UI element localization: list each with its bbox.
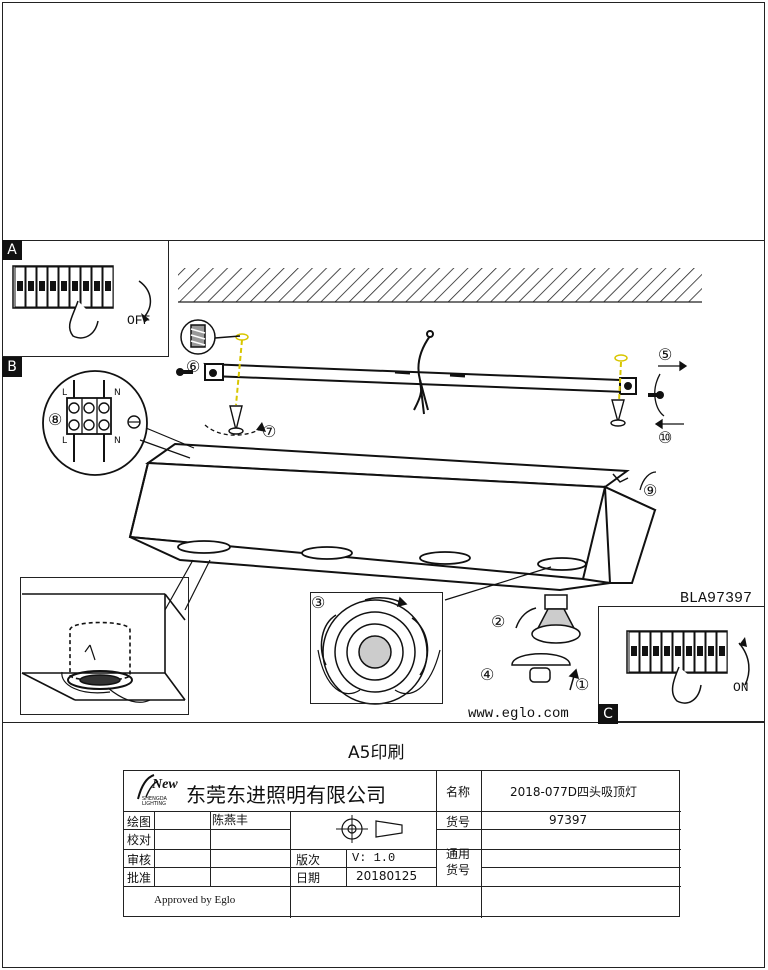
website-link[interactable]: www.eglo.com [468, 706, 569, 722]
screw-guides [235, 339, 622, 406]
general-item-label-2: 货号 [446, 863, 471, 877]
step-9-marker: ⑨ [643, 483, 658, 500]
draw-value: 陈燕丰 [212, 813, 249, 827]
step-4-marker: ④ [480, 667, 495, 684]
arrow-head-icon [256, 422, 266, 432]
luminaire-body [128, 442, 657, 592]
breaker-toggle [50, 281, 56, 291]
breaker-toggle [686, 646, 692, 656]
breaker-toggle [642, 646, 648, 656]
direction-arrows [654, 360, 688, 430]
brand-name: New [152, 777, 178, 792]
washer-icon [235, 333, 249, 341]
screwdriver-magnifier [180, 319, 241, 355]
off-label: OFF [127, 313, 151, 328]
projection-symbol [336, 815, 403, 843]
step-10-marker: ⑩ [658, 430, 673, 447]
step-8-marker: ⑧ [48, 412, 63, 429]
breaker-toggle [653, 646, 659, 656]
model-code: BLA97397 [680, 590, 753, 607]
step-3-marker: ③ [311, 595, 326, 612]
supply-cable [413, 330, 434, 415]
breaker-toggle [697, 646, 703, 656]
check-label: 校对 [127, 833, 152, 847]
company-name: 东莞东进照明有限公司 [186, 783, 386, 807]
brand-sub: SHENGDA LIGHTING [142, 796, 167, 807]
on-label: ON [733, 680, 749, 695]
breaker-toggle [39, 281, 45, 291]
terminal-l-bottom: L [62, 436, 68, 446]
washer-icon [614, 354, 628, 362]
rotate-lamp-detail [317, 566, 552, 705]
date-value: 20180125 [356, 869, 418, 883]
breaker-toggle [83, 281, 89, 291]
breaker-toggle [719, 646, 725, 656]
review-label: 审核 [127, 853, 152, 867]
detail-inset [20, 577, 189, 715]
draw-label: 绘图 [127, 815, 152, 829]
print-size-label: A5印刷 [348, 743, 405, 763]
date-label: 日期 [296, 871, 321, 885]
breaker-toggle [17, 281, 23, 291]
divider-top [2, 240, 765, 241]
step-c-panel [598, 606, 765, 722]
breaker-on-drawing [626, 630, 750, 704]
name-label: 名称 [446, 785, 471, 799]
hook-arrow-icon [639, 471, 657, 491]
step-6-marker: ⑥ [186, 359, 201, 376]
shengda-logo [137, 774, 159, 800]
breaker-toggle [631, 646, 637, 656]
approved-by: Approved by Eglo [154, 894, 236, 906]
hook-icon [612, 473, 629, 483]
step-b-tag: B [2, 357, 22, 377]
breaker-toggle [675, 646, 681, 656]
terminal-l-top: L [62, 388, 68, 398]
breaker-toggle [72, 281, 78, 291]
terminal-n-bottom: N [114, 436, 121, 446]
approve-label: 批准 [127, 871, 152, 885]
mounting-bracket [203, 362, 637, 395]
step-1-marker: ① [575, 677, 590, 694]
step-a-tag: A [2, 240, 22, 260]
breaker-toggle [94, 281, 100, 291]
step-a-panel [2, 240, 169, 357]
breaker-toggle [61, 281, 67, 291]
ceiling-hatch [178, 268, 702, 303]
gu10-lamp-icon [515, 594, 581, 644]
step-5-marker: ⑤ [658, 347, 673, 364]
item-no-label: 货号 [446, 815, 471, 829]
step-7-marker: ⑦ [262, 424, 277, 441]
step-c-tag: C [598, 704, 618, 724]
divider-bottom [2, 722, 765, 723]
general-item-label-1: 通用 [446, 847, 471, 861]
breaker-off-drawing [12, 265, 152, 339]
name-value: 2018-077D四头吸顶灯 [510, 785, 638, 799]
terminal-n-top: N [114, 388, 121, 398]
item-no-value: 97397 [549, 813, 588, 827]
screw-icon [176, 368, 664, 399]
step-3-inset [310, 592, 443, 704]
title-block: New SHENGDA LIGHTING 东莞东进照明有限公司 名称 2018-… [123, 770, 681, 918]
version-value: V: 1.0 [352, 851, 396, 865]
version-label: 版次 [296, 853, 321, 867]
terminal-block-magnifier [42, 370, 195, 476]
wall-plug-icon [228, 399, 626, 435]
breaker-toggle [28, 281, 34, 291]
spot-openings [177, 540, 587, 571]
step-2-marker: ② [491, 614, 506, 631]
breaker-toggle [708, 646, 714, 656]
lamp-cover-icon [511, 653, 580, 691]
lampholder-detail [21, 559, 211, 703]
breaker-toggle [664, 646, 670, 656]
breaker-toggle [105, 281, 111, 291]
